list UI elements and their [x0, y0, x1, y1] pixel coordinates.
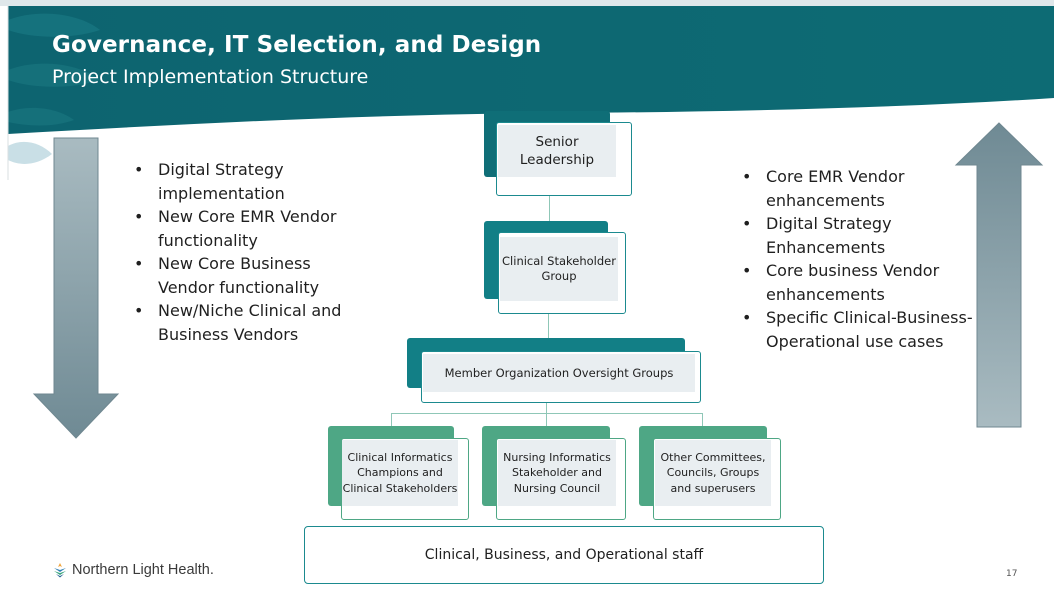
org-node-other-committees: Other Committees, Councils, Groups and s… [639, 426, 783, 522]
connector-line [391, 413, 392, 427]
org-node-clinical-stakeholder-group: Clinical Stakeholder Group [484, 221, 628, 317]
connector-line [391, 413, 703, 414]
nursing-informatics-label: Nursing Informatics Stakeholder and Nurs… [498, 440, 616, 506]
org-node-clinical-informatics: Clinical Informatics Champions and Clini… [328, 426, 470, 522]
org-node-senior-leadership: Senior Leadership [484, 111, 634, 199]
staff-label: Clinical, Business, and Operational staf… [424, 547, 704, 563]
member-oversight-label: Member Organization Oversight Groups [423, 354, 695, 392]
clinical-informatics-label: Clinical Informatics Champions and Clini… [342, 440, 458, 506]
org-node-staff: Clinical, Business, and Operational staf… [304, 526, 824, 584]
logo-text: Northern Light Health. [72, 562, 214, 578]
slide-subtitle: Project Implementation Structure [52, 66, 369, 88]
connector-line [546, 402, 547, 414]
left-bullet: New/Niche Clinical and Business Vendors [130, 299, 360, 346]
senior-leadership-label: Senior Leadership [498, 125, 616, 177]
connector-line [549, 196, 550, 224]
left-bullet-list: Digital Strategy implementation New Core… [130, 158, 360, 346]
header-band [0, 0, 1054, 180]
down-arrow-icon [32, 137, 120, 439]
slide-title: Governance, IT Selection, and Design [52, 32, 542, 58]
right-bullet: Digital Strategy Enhancements [738, 212, 978, 259]
right-bullet: Specific Clinical-Business-Operational u… [738, 306, 978, 353]
left-bullet: New Core Business Vendor functionality [130, 252, 360, 299]
connector-line [546, 413, 547, 427]
page-number: 17 [1006, 569, 1018, 579]
connector-line [702, 413, 703, 427]
northern-light-logo: Northern Light Health. [52, 562, 214, 578]
other-committees-label: Other Committees, Councils, Groups and s… [655, 440, 771, 506]
northern-light-logo-icon [54, 563, 66, 578]
org-node-nursing-informatics: Nursing Informatics Stakeholder and Nurs… [482, 426, 628, 522]
org-node-member-oversight: Member Organization Oversight Groups [407, 338, 703, 404]
right-bullet: Core business Vendor enhancements [738, 259, 978, 306]
clinical-stakeholder-label: Clinical Stakeholder Group [500, 237, 618, 301]
right-bullet: Core EMR Vendor enhancements [738, 165, 978, 212]
left-bullet: Digital Strategy implementation [130, 158, 360, 205]
connector-line [548, 314, 549, 340]
right-bullet-list: Core EMR Vendor enhancements Digital Str… [738, 165, 978, 353]
left-bullet: New Core EMR Vendor functionality [130, 205, 360, 252]
